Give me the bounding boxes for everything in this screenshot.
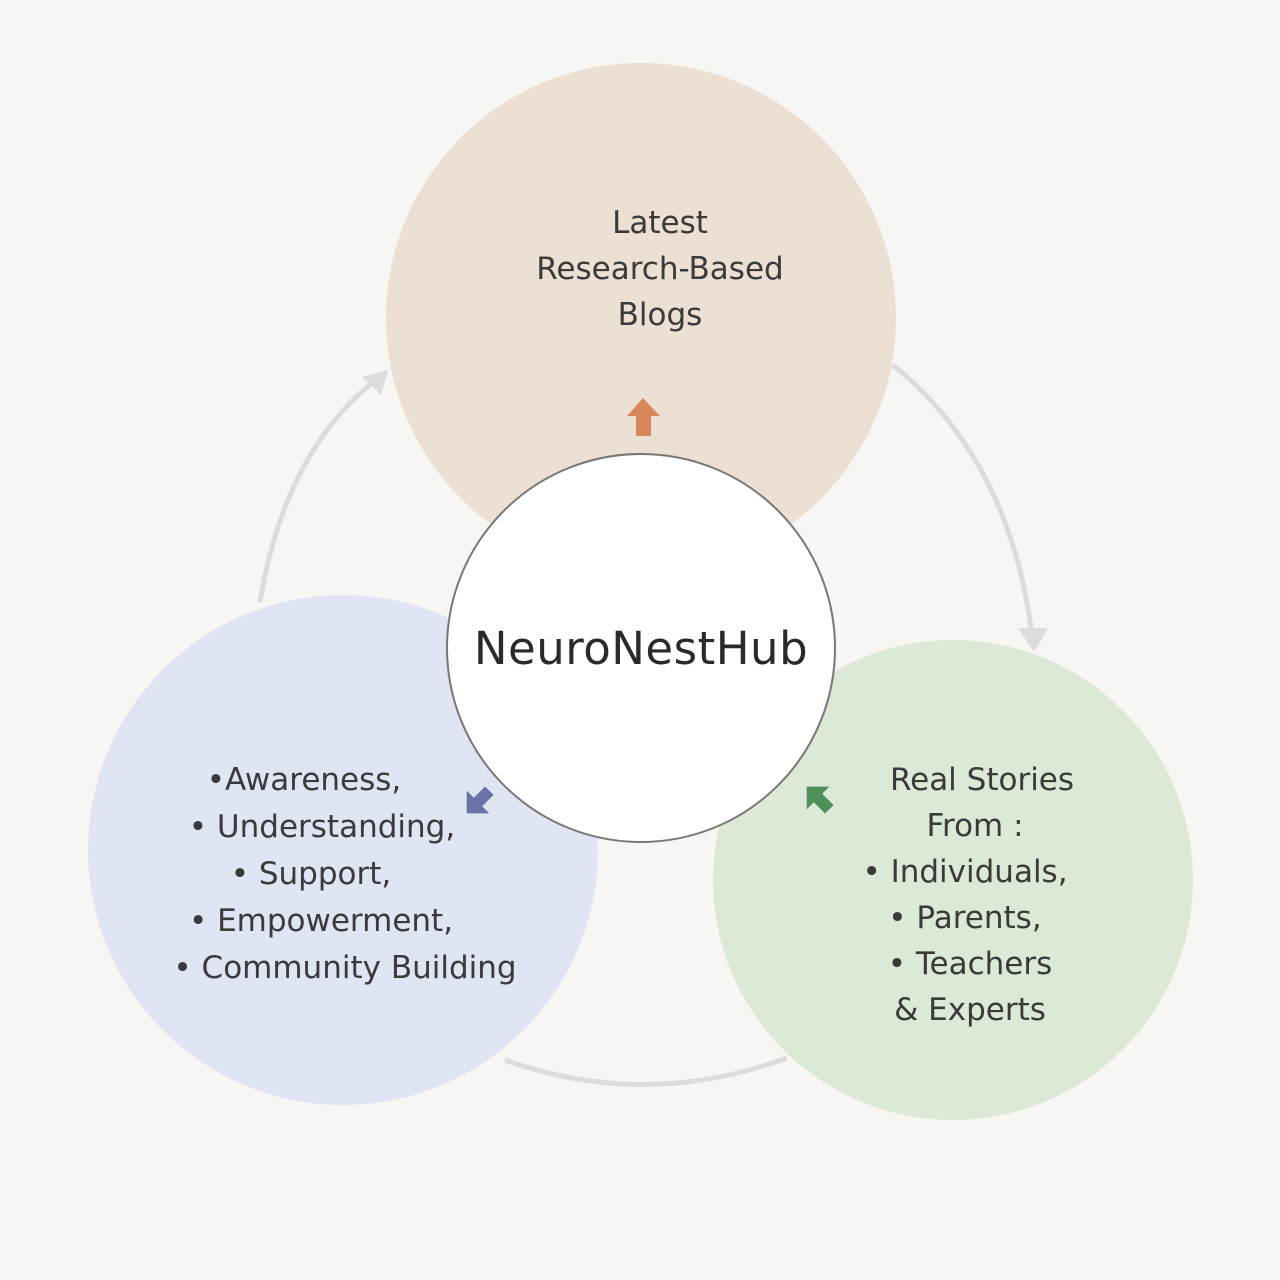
values-item: • Understanding, [188,809,456,845]
stories-item: & Experts [894,992,1046,1028]
stories-item: • Parents, [888,900,1042,936]
values-list: •Awareness, • Understanding, • Support, … [130,757,550,992]
cycle-arrowhead-right [1018,628,1048,652]
cycle-arc-right [891,363,1035,636]
stories-item: • Teachers [887,946,1053,982]
cycle-arrowhead-left [362,370,388,395]
blogs-line: Blogs [617,297,703,333]
arrow-up-icon [627,398,660,436]
stories-item: • Individuals, [862,854,1068,890]
cycle-arc-bottom [504,1055,788,1087]
arrow-up-left-icon [806,786,834,814]
stories-line: From : [926,808,1024,844]
arrow-down-left-icon [466,786,494,814]
hub-circle: NeuroNestHub [446,453,836,843]
values-item: •Awareness, [206,762,402,798]
hub-title: NeuroNestHub [473,621,809,675]
blogs-label: Latest Research-Based Blogs [480,200,840,338]
values-item: • Empowerment, [188,903,454,939]
values-item: • Support, [230,856,392,892]
blogs-line: Latest [612,205,708,241]
cycle-arc-left [257,376,380,603]
blogs-line: Research-Based [536,251,784,287]
stories-list: Real Stories From : • Individuals, • Par… [820,757,1110,1033]
stories-line: Real Stories [889,762,1075,798]
values-item: • Community Building [173,950,517,986]
